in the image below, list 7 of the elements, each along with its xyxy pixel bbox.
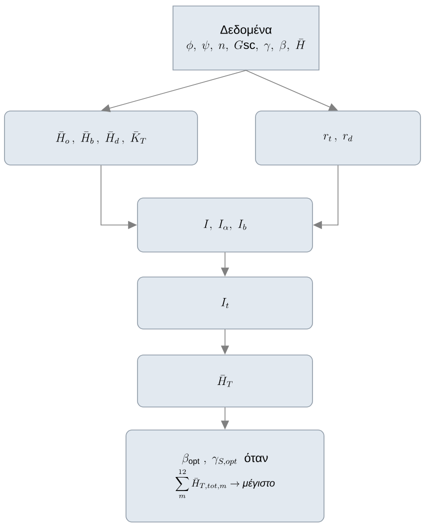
process-box: $\beta_{\mathrm{opt}}\ ,\ \gamma_{S,opt}\ \ \mbox{όταν}$ $\sum_{m}^{12}\bar{H}_{T,tot,m}\rightarrow\mbox{\itshape μέγιστο}$: [126, 430, 324, 522]
process-box: Δεδομένα $\phi,\ \psi,\ n,\ G\mathrm{sc},\ \gamma,\ \beta,\ \bar{H}$: [172, 6, 320, 70]
process-box: $\bar{H}_o\,,\ \bar{H}_b\,,\ \bar{H}_d\,,\ \bar{K}_T$: [4, 110, 198, 166]
process-box: $I,\ I_{\alpha},\ I_b$: [137, 198, 313, 252]
process-box: $I_t$: [137, 276, 313, 330]
process-box: $\bar{H}_T$: [137, 354, 313, 408]
process-box: $r_t\,,\ r_d$: [255, 110, 421, 166]
